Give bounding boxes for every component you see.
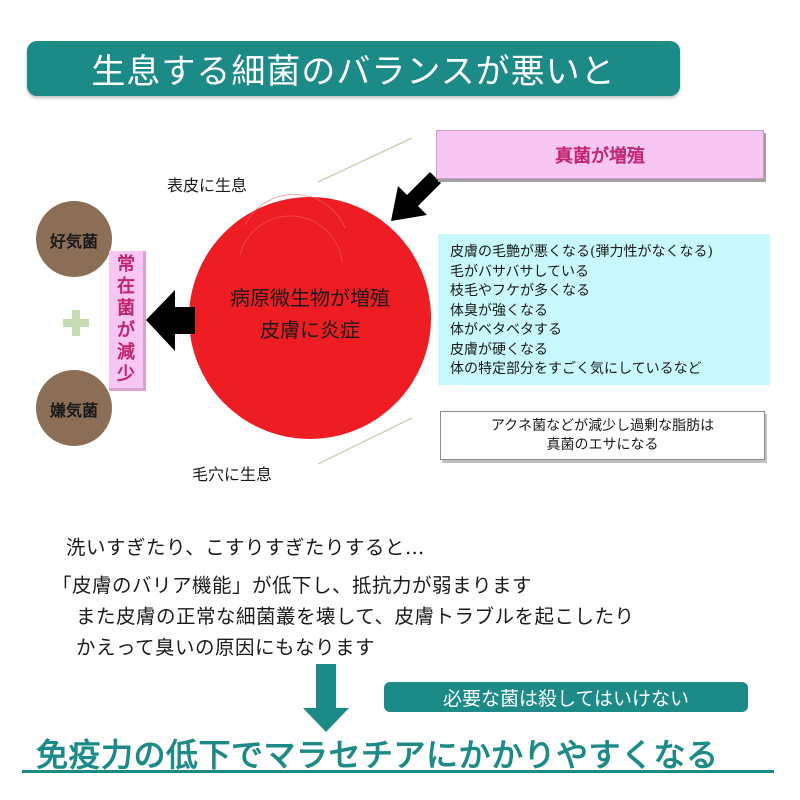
circle-text-line2: 皮膚に炎症	[260, 318, 360, 342]
anaerobic-germ-label: 嫌気菌	[49, 401, 98, 420]
symptom-item: 毛がバサバサしている	[450, 263, 590, 280]
resident-char: 菌	[117, 297, 135, 319]
left-arrow-icon	[146, 290, 195, 351]
warning-banner-text: 必要な菌は殺してはいけない	[442, 687, 690, 710]
diagram-graphics	[36, 137, 441, 465]
inner-arc-2	[239, 215, 343, 263]
resident-char: 少	[117, 363, 135, 385]
guide-line-bottom	[317, 417, 413, 465]
page-title: 生息する細菌のバランスが悪いと	[91, 52, 616, 92]
guide-line-top	[317, 137, 413, 183]
circle-text-line1: 病原微生物が増殖	[230, 286, 390, 310]
conclusion-underline	[22, 770, 774, 773]
symptom-item: 体がベタベタする	[450, 322, 562, 338]
symptom-item: 体の特定部分をすごく気にしているなど	[450, 361, 702, 377]
acne-note-box: アクネ菌などが減少し過剰な脂肪は 真菌のエサになる	[440, 411, 765, 460]
acne-note-line1: アクネ菌などが減少し過剰な脂肪は	[490, 417, 715, 434]
circle-text: 病原微生物が増殖 皮膚に炎症	[190, 282, 430, 346]
symptom-item: 体臭が強くなる	[450, 302, 548, 319]
symptom-item: 皮膚が硬くなる	[450, 341, 548, 358]
epidermis-label: 表皮に生息	[167, 176, 248, 195]
symptom-item: 皮膚の毛艶が悪くなる(弾力性がなくなる)	[450, 244, 713, 260]
aerobic-germ-label: 好気菌	[49, 232, 98, 251]
down-arrow-icon	[303, 664, 349, 732]
resident-bacteria-decrease-box: 常 在 菌 が 減 少	[109, 251, 146, 391]
fungus-increase-box: 真菌が増殖	[436, 130, 764, 179]
diagonal-arrow-icon	[391, 172, 441, 221]
symptom-item: 枝毛やフケが多くなる	[450, 283, 590, 299]
aerobic-germ-circle	[36, 201, 112, 277]
conclusion-text: 免疫力の低下でマラセチアにかかりやすくなる	[36, 736, 719, 774]
pore-label: 毛穴に生息	[192, 465, 273, 484]
resident-char: 常	[117, 253, 135, 275]
body-line-4: かえって臭いの原因にもなります	[76, 636, 376, 659]
body-line-3: また皮膚の正常な細菌叢を壊して、皮膚トラブルを起こしたり	[76, 605, 635, 628]
inner-arc	[244, 193, 346, 229]
symptom-list: 皮膚の毛艶が悪くなる(弾力性がなくなる) 毛がバサバサしている 枝毛やフケが多く…	[438, 234, 770, 385]
title-banner: 生息する細菌のバランスが悪いと	[27, 41, 680, 96]
fungus-label: 真菌が増殖	[555, 145, 645, 167]
acne-note-line2: 真菌のエサになる	[546, 436, 659, 453]
resident-char: 在	[117, 275, 135, 297]
anaerobic-germ-circle	[36, 370, 112, 446]
warning-banner: 必要な菌は殺してはいけない	[384, 682, 748, 712]
resident-char: が	[117, 319, 135, 341]
body-line-1: 洗いすぎたり、こすりすぎたりすると…	[66, 536, 425, 559]
body-line-2: 「皮膚のバリア機能」が低下し、抵抗力が弱まります	[52, 574, 533, 597]
resident-char: 減	[117, 341, 135, 363]
red-circle	[189, 197, 431, 439]
